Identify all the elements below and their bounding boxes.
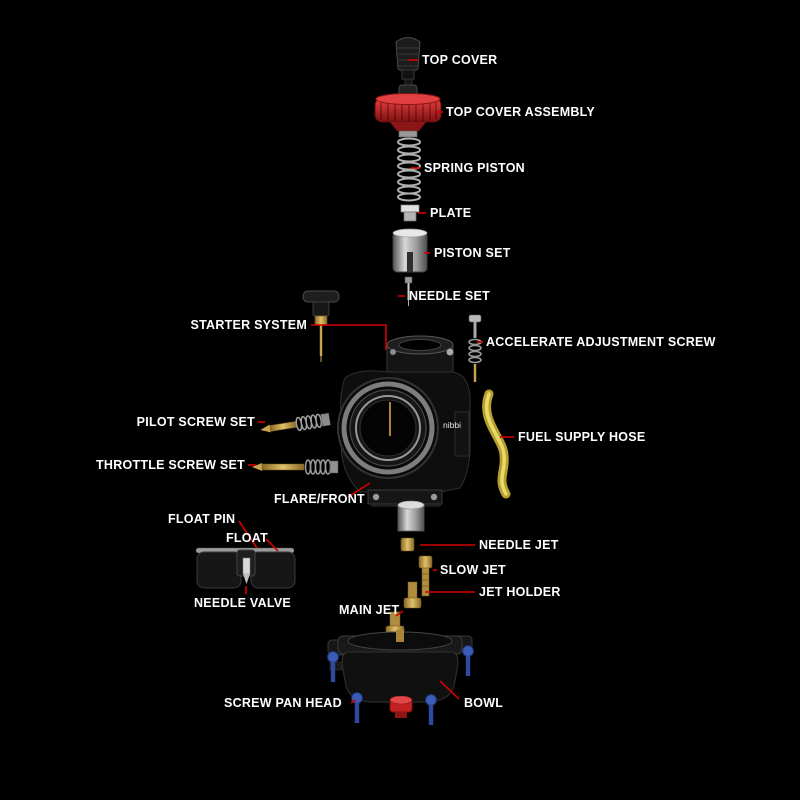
- label-piston-set: PISTON SET: [434, 246, 511, 260]
- jet-holder-part: [403, 581, 422, 609]
- label-plate: PLATE: [430, 206, 472, 220]
- top-cover-assembly-part: [374, 84, 442, 138]
- label-bowl: BOWL: [464, 696, 504, 710]
- pilot-screw-set-part: [260, 412, 331, 433]
- piston-set-part: [392, 228, 428, 273]
- label-screw-pan-head: SCREW PAN HEAD: [224, 696, 342, 710]
- throttle-screw-set-part: [252, 459, 339, 475]
- label-float: FLOAT: [226, 531, 268, 545]
- needle-set-part: [404, 276, 413, 306]
- leader-lines: [238, 59, 514, 704]
- needle-valve-part: [242, 557, 251, 584]
- brand-text: nibbi: [443, 420, 461, 430]
- label-slow-jet: SLOW JET: [440, 563, 506, 577]
- bowl-part: [327, 630, 473, 703]
- label-flare-front: FLARE/FRONT: [274, 492, 365, 506]
- label-throttle-screw-set: THROTTLE SCREW SET: [96, 458, 245, 472]
- label-fuel-supply-hose: FUEL SUPPLY HOSE: [518, 430, 646, 444]
- label-spring-piston: SPRING PISTON: [424, 161, 525, 175]
- screw-pan-head-part: [327, 645, 474, 725]
- label-accelerate-adjustment-screw: ACCELERATE ADJUSTMENT SCREW: [486, 335, 716, 349]
- spring-piston-part: [397, 137, 421, 202]
- label-needle-valve: NEEDLE VALVE: [194, 596, 291, 610]
- label-top-cover: TOP COVER: [422, 53, 498, 67]
- label-top-cover-assembly: TOP COVER ASSEMBLY: [446, 105, 595, 119]
- label-starter-system: STARTER SYSTEM: [190, 318, 307, 332]
- starter-system-part: [302, 290, 340, 362]
- drain-screw-part: [389, 695, 413, 718]
- fuel-supply-hose-part: [482, 389, 511, 499]
- slow-jet-part: [418, 555, 433, 597]
- label-needle-set: NEEDLE SET: [409, 289, 490, 303]
- plate-part: [400, 204, 420, 222]
- needle-jet-part: [400, 537, 415, 552]
- label-needle-jet: NEEDLE JET: [479, 538, 559, 552]
- accelerate-adjustment-screw-part: [468, 314, 482, 382]
- label-pilot-screw-set: PILOT SCREW SET: [136, 415, 255, 429]
- carburetor-body-part: nibbi: [337, 335, 471, 532]
- label-main-jet: MAIN JET: [339, 603, 400, 617]
- label-float-pin: FLOAT PIN: [168, 512, 236, 526]
- label-jet-holder: JET HOLDER: [479, 585, 561, 599]
